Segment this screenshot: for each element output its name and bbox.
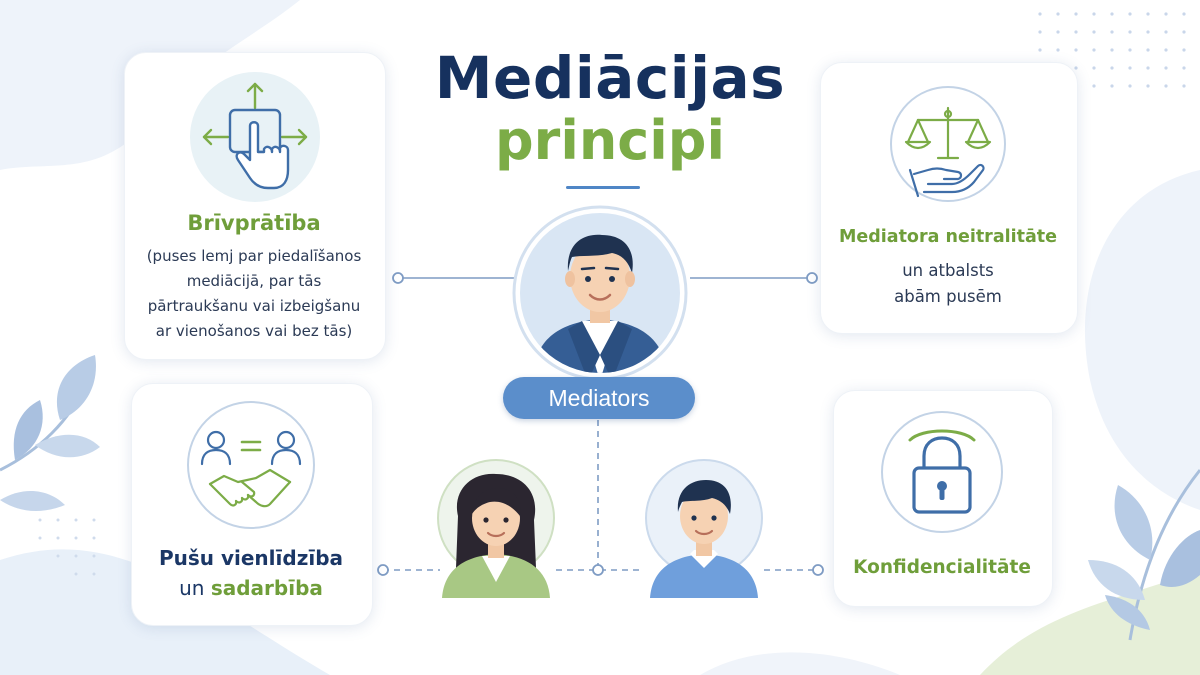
party-avatar-woman	[437, 459, 555, 598]
padlock-icon	[881, 411, 1003, 533]
connector-node-bottom-left	[377, 564, 389, 576]
mediator-avatar	[512, 205, 688, 381]
connector-node-bottom-center	[592, 564, 604, 576]
card-equality-heading-prefix: un	[179, 576, 211, 600]
card-voluntariness-body: (puses lemj par piedalīšanos mediācijā, …	[124, 244, 384, 344]
mediator-label: Mediators	[503, 377, 695, 419]
title-underline	[566, 186, 640, 189]
leaf-decoration-right	[1088, 469, 1200, 641]
page-title: Mediācijas principi	[400, 46, 820, 171]
connector-node-bottom-right	[812, 564, 824, 576]
card-neutrality-heading: Mediatora neitralitāte	[838, 227, 1058, 247]
card-voluntariness-line: ar vienošanos vai bez tās)	[155, 322, 353, 340]
card-equality-heading-line-2: un sadarbība	[131, 573, 371, 603]
leaf-decoration-left	[0, 355, 100, 512]
card-neutrality-line: abām pusēm	[894, 287, 1002, 306]
card-voluntariness-line: mediācijā, par tās	[186, 272, 322, 290]
party-avatar-man	[645, 459, 763, 598]
card-neutrality-line: un atbalsts	[902, 261, 994, 280]
card-voluntariness-line: (puses lemj par piedalīšanos	[146, 247, 362, 265]
scales-in-hand-icon	[890, 86, 1006, 202]
card-equality-heading-line-1: Pušu vienlīdzība	[158, 546, 344, 570]
connector-node-right	[806, 272, 818, 284]
card-equality-heading-accent: sadarbība	[210, 576, 323, 600]
card-voluntariness-heading: Brīvprātība	[187, 211, 321, 235]
title-line-1: Mediācijas	[434, 44, 786, 112]
card-confidentiality-heading: Konfidencialitāte	[853, 557, 1031, 578]
hand-pointer-arrows-icon	[190, 72, 320, 202]
title-line-2: principi	[495, 108, 725, 172]
connector-node-left	[392, 272, 404, 284]
card-voluntariness-line: pārtraukšanu vai izbeigšanu	[147, 297, 361, 315]
people-equal-handshake-icon	[187, 401, 315, 529]
card-equality-heading: Pušu vienlīdzība un sadarbība	[131, 543, 371, 603]
card-neutrality-body: un atbalsts abām pusēm	[820, 258, 1076, 310]
